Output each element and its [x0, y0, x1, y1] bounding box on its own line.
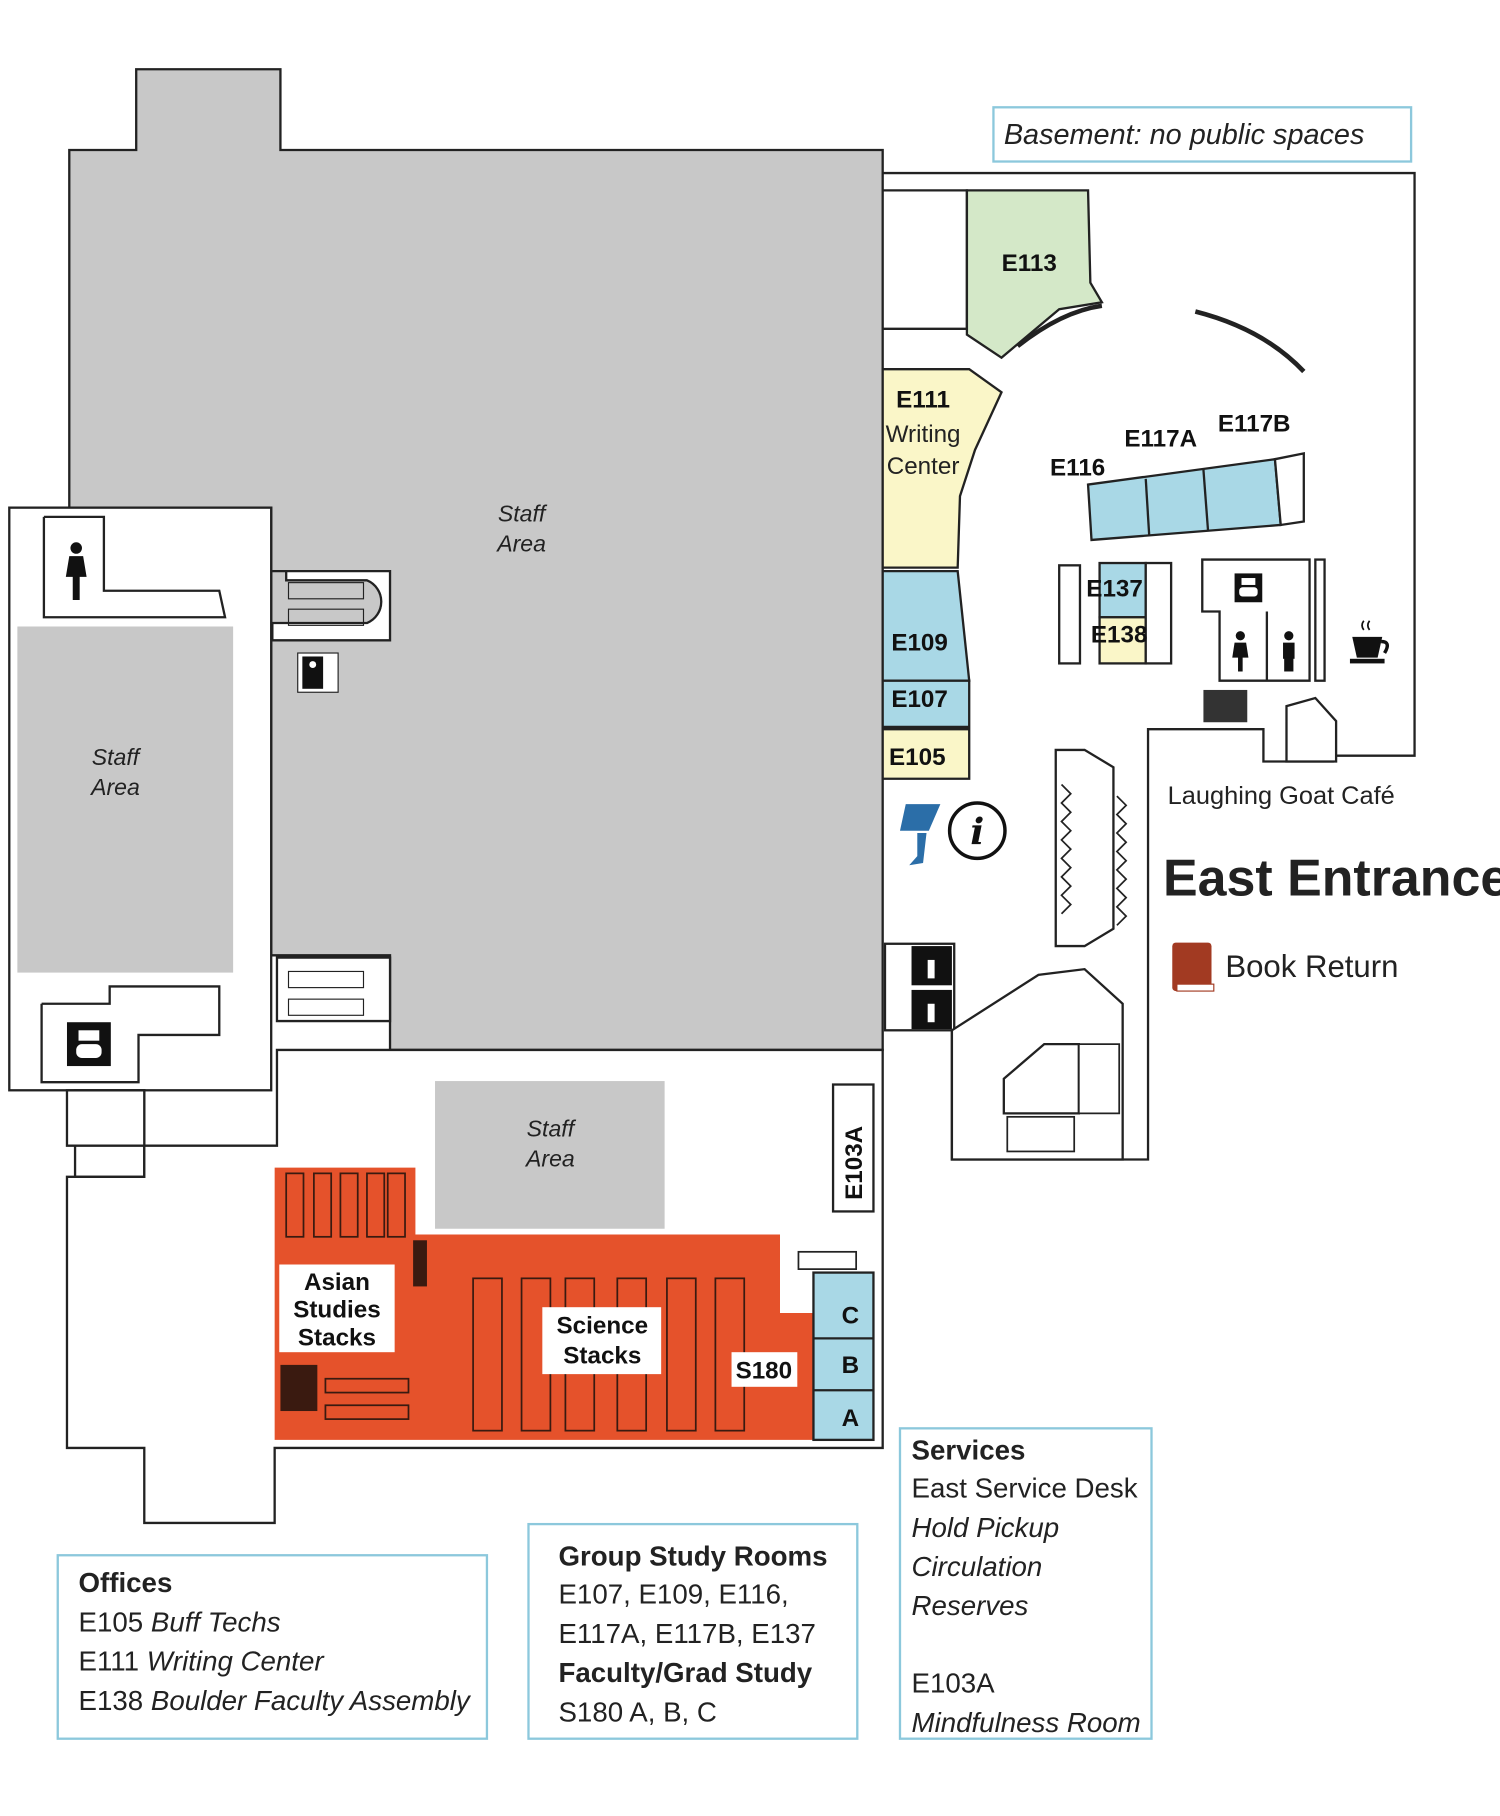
legend-offices: Offices E105 Buff Techs E111 Writing Cen… — [56, 1554, 489, 1740]
asian-stacks-label: Stacks — [298, 1324, 376, 1351]
room-e105 — [881, 728, 971, 780]
toilet-icon — [66, 1022, 111, 1067]
room-e105-label: E105 — [889, 744, 946, 771]
basement-notice-text: Basement: no public spaces — [1004, 119, 1365, 151]
svg-text:E138 Boulder Faculty Assembly: E138 Boulder Faculty Assembly — [79, 1685, 472, 1716]
room-e111-name: Writing — [886, 421, 961, 448]
room-e109-label: E109 — [891, 630, 948, 657]
staff-area-label: Area — [89, 774, 140, 800]
staff-area-left — [17, 626, 234, 973]
elevator-icon — [297, 652, 339, 693]
staff-area-label: Staff — [527, 1115, 577, 1141]
room-s180b-label: B — [842, 1352, 860, 1379]
room-e111 — [881, 368, 1003, 569]
elevators — [883, 942, 956, 1032]
restroom-women-icon — [1232, 631, 1249, 672]
rooms-e116-e117 — [1086, 457, 1282, 542]
room-s180-label: S180 — [736, 1358, 793, 1385]
svg-text:E107, E109, E116,: E107, E109, E116, — [558, 1579, 788, 1610]
svg-text:Circulation: Circulation — [912, 1551, 1043, 1582]
restrooms — [1201, 558, 1311, 682]
legend-title: Group Study Rooms — [558, 1541, 827, 1572]
svg-text:i: i — [970, 810, 984, 854]
restroom-women-icon — [65, 542, 87, 600]
room-e107 — [881, 679, 971, 729]
stairs — [950, 967, 1124, 1161]
book-return-label: Book Return — [1225, 949, 1398, 984]
room-e138-label: E138 — [1091, 622, 1148, 649]
legend-title: Services — [912, 1434, 1026, 1465]
room-e117a-label: E117A — [1124, 426, 1197, 453]
room-e113-label: E113 — [1002, 250, 1057, 277]
stairs — [797, 1250, 858, 1270]
kiosk-icon[interactable] — [899, 804, 941, 866]
restroom-men-icon — [1283, 631, 1295, 672]
stairs — [271, 569, 392, 1023]
room-e111-label: E111 — [896, 386, 950, 413]
svg-text:Faculty/Grad Study: Faculty/Grad Study — [558, 1657, 812, 1688]
room-e111-name: Center — [887, 453, 960, 480]
svg-text:E105 Buff Techs: E105 Buff Techs — [79, 1606, 281, 1637]
staff-area-label: Area — [495, 530, 546, 556]
asian-stacks-label: Asian — [304, 1269, 370, 1296]
svg-text:E117A, E117B, E137: E117A, E117B, E137 — [558, 1618, 815, 1649]
svg-text:East Service Desk: East Service Desk — [912, 1473, 1138, 1504]
svg-text:Mindfulness Room: Mindfulness Room — [912, 1707, 1141, 1738]
svg-text:Hold Pickup: Hold Pickup — [912, 1512, 1060, 1543]
stairs — [1203, 689, 1248, 723]
room-e113 — [965, 189, 1104, 360]
study-rooms-s180 — [812, 1271, 875, 1442]
book-return-icon[interactable] — [1172, 942, 1215, 992]
asian-stacks-label: Studies — [293, 1297, 380, 1324]
room-e103a — [831, 1083, 875, 1213]
room-s180c-label: C — [842, 1302, 860, 1329]
staff-area-label: Area — [524, 1145, 575, 1171]
svg-text:Reserves: Reserves — [912, 1590, 1029, 1621]
staff-area-bottom — [435, 1081, 665, 1229]
room-e137-label: E137 — [1086, 575, 1143, 602]
svg-text:E103A: E103A — [912, 1668, 996, 1699]
room-s180a-label: A — [842, 1405, 860, 1432]
staff-area-label: Staff — [92, 744, 142, 770]
escalators — [1054, 748, 1128, 948]
room-e109 — [881, 569, 971, 682]
staff-area-main — [68, 68, 884, 1052]
legend-services: Services East Service Desk Hold Pickup C… — [898, 1427, 1153, 1740]
staff-area-label: Staff — [498, 500, 548, 526]
svg-text:E111 Writing Center: E111 Writing Center — [79, 1646, 326, 1677]
room-e107-label: E107 — [891, 686, 948, 713]
east-entrance-label: East Entrance — [1163, 849, 1500, 907]
stacks-area — [274, 1167, 814, 1440]
restroom-room — [42, 515, 227, 619]
legend-title: Offices — [79, 1567, 173, 1598]
room-e116-label: E116 — [1050, 454, 1105, 481]
svg-text:S180 A, B, C: S180 A, B, C — [558, 1696, 716, 1727]
basement-notice: Basement: no public spaces — [992, 106, 1413, 163]
science-stacks-label: Science — [557, 1313, 649, 1340]
coffee-icon — [1349, 620, 1390, 664]
cafe-label: Laughing Goat Café — [1168, 782, 1395, 810]
info-icon[interactable]: i — [947, 801, 1007, 861]
room-e103a-label: E103A — [841, 1126, 868, 1200]
science-stacks-label: Stacks — [563, 1343, 641, 1370]
toilet-icon — [1234, 573, 1263, 603]
legend-group-study: Group Study Rooms E107, E109, E116, E117… — [527, 1522, 859, 1740]
room-e117b-label: E117B — [1218, 411, 1291, 438]
